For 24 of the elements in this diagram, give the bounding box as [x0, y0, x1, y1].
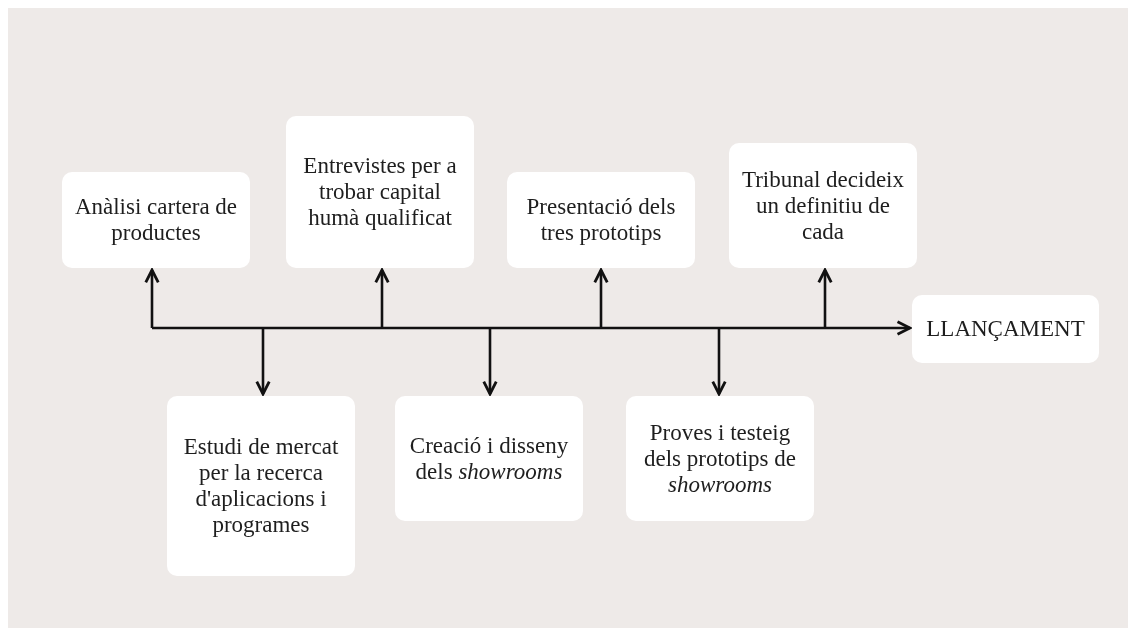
step-box: [729, 143, 917, 268]
branch-arrow: [144, 268, 160, 328]
step-box: [626, 396, 814, 521]
step-text: LLANÇAMENT: [926, 316, 1085, 342]
step-text: Presentació dels tres prototips: [525, 194, 677, 246]
step-text: Entrevistes per a trobar capital humà qualificat: [302, 153, 458, 231]
branch-arrow: [374, 268, 390, 328]
step-text: Estudi de mercat per la recerca d'aplicacions i programes: [182, 434, 340, 538]
step-text: Creació i disseny dels showrooms: [408, 432, 570, 485]
branch-arrow: [482, 328, 498, 396]
timeline-arrow: [152, 320, 912, 336]
milestone-box: [912, 295, 1099, 363]
step-text: Anàlisi cartera de productes: [73, 194, 239, 246]
step-text: Proves i testeig dels prototips de showrooms: [642, 419, 797, 498]
step-box: [62, 172, 250, 268]
branch-arrow: [817, 268, 833, 328]
step-text: Tribunal decideix un definitiu de cada: [740, 166, 905, 245]
step-box: [395, 396, 583, 521]
branch-arrow: [255, 328, 271, 396]
step-box: [507, 172, 695, 268]
step-box: [167, 396, 355, 576]
step-box: [286, 116, 474, 268]
branch-arrow: [711, 328, 727, 396]
branch-arrow: [593, 268, 609, 328]
